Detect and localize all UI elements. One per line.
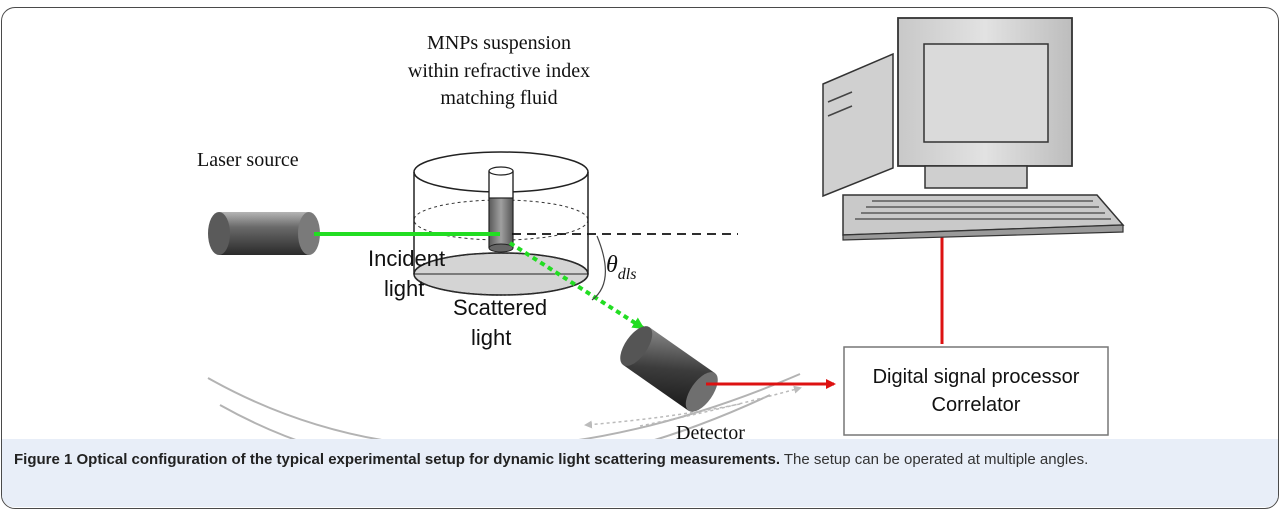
sample-vial-icon	[488, 166, 514, 253]
signal-processor-box	[843, 346, 1109, 436]
laser-source-label: Laser source	[197, 149, 299, 171]
scattered-light-label-line2: light	[471, 325, 511, 350]
caption-band	[2, 439, 1278, 507]
suspension-label-line1: MNPs suspension	[427, 32, 571, 54]
caption-body: The setup can be operated at multiple an…	[780, 451, 1089, 468]
theta-symbol: θdls	[606, 252, 636, 283]
figure-caption: Figure 1 Optical configuration of the ty…	[14, 449, 1269, 471]
rotation-arrow-right	[639, 385, 802, 427]
laser-source-icon	[208, 212, 320, 255]
suspension-label-line2: within refractive index	[408, 60, 590, 82]
detector-label: Detector	[676, 422, 745, 444]
detector-icon	[620, 326, 718, 412]
scattering-angle-arc	[591, 235, 606, 301]
processor-label-line1: Digital signal processor	[873, 366, 1080, 388]
processor-label-line2: Correlator	[932, 394, 1021, 416]
caption-title: Figure 1 Optical configuration of the ty…	[14, 451, 780, 468]
computer-icon	[822, 17, 1125, 241]
rotation-arrow-left	[584, 403, 741, 429]
incident-light-label-line1: Incident	[368, 246, 445, 271]
scattered-light-label-line1: Scattered	[453, 295, 547, 320]
incident-light-label-line2: light	[384, 276, 424, 301]
suspension-label-line3: matching fluid	[440, 87, 557, 109]
